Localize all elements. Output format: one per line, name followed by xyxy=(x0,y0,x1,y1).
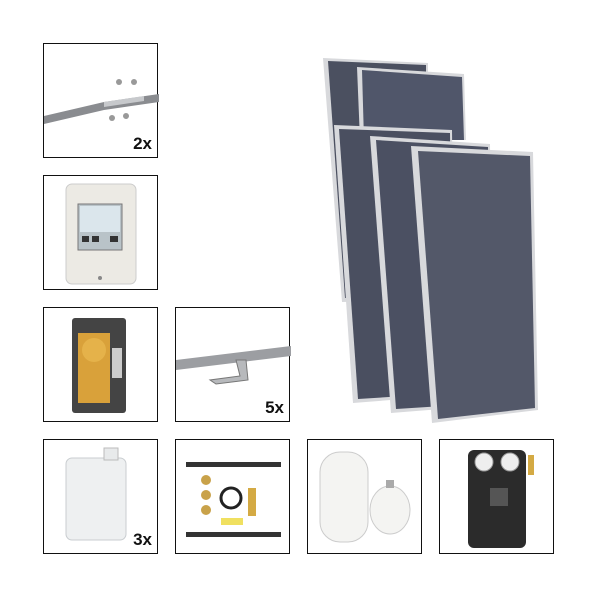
component-pump-station xyxy=(439,439,554,554)
collector-panel xyxy=(357,67,466,140)
component-solar-fluid-canister: 3x xyxy=(43,439,158,554)
quantity-label: 3x xyxy=(133,530,152,549)
component-expansion-vessels xyxy=(307,439,422,554)
quantity-label: 2x xyxy=(133,134,152,153)
component-solar-controller xyxy=(43,175,158,290)
component-connection-set xyxy=(175,439,290,554)
collector-panel xyxy=(411,146,538,423)
component-air-separator xyxy=(43,307,158,422)
component-roof-hook-rail: 5x xyxy=(175,307,291,422)
quantity-label: 5x xyxy=(265,398,284,417)
component-mounting-rail-connector: 2x xyxy=(43,43,159,158)
